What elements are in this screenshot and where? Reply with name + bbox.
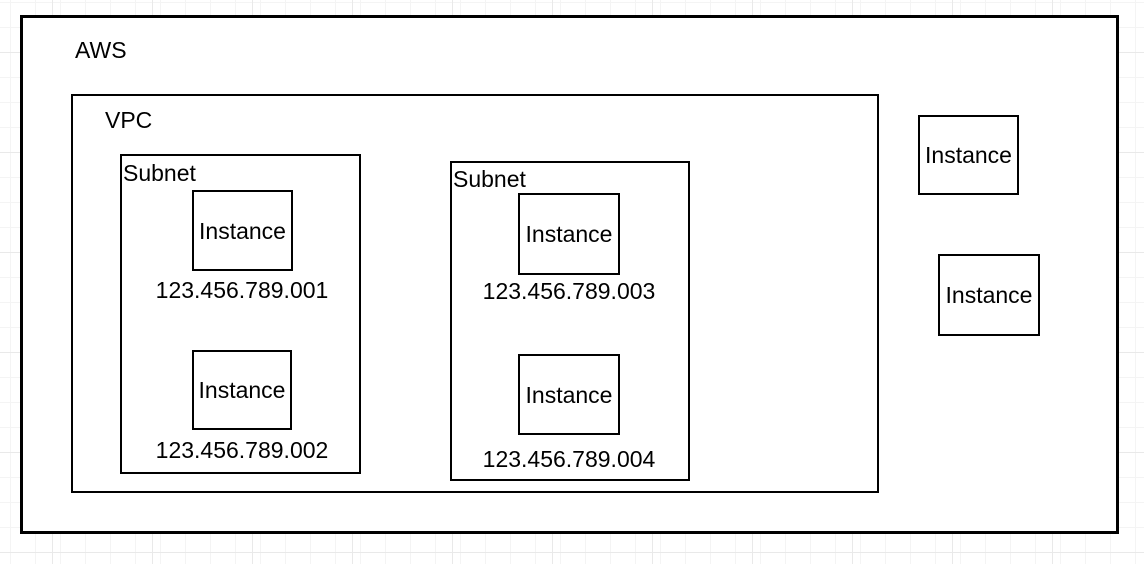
instance-node[interactable]: Instance: [518, 193, 620, 275]
instance-label: Instance: [945, 282, 1033, 308]
instance-ip-label[interactable]: 123.456.789.001: [155, 277, 329, 303]
instance-node[interactable]: Instance: [518, 354, 620, 435]
instance-node[interactable]: Instance: [918, 115, 1019, 195]
instance-ip-label[interactable]: 123.456.789.004: [482, 446, 656, 472]
subnet-label-1: Subnet: [123, 160, 196, 186]
instance-label: Instance: [525, 381, 613, 408]
instance-label: Instance: [925, 142, 1012, 168]
subnet-label-2: Subnet: [453, 166, 526, 192]
instance-ip-label[interactable]: 123.456.789.003: [482, 278, 656, 304]
instance-node[interactable]: Instance: [938, 254, 1040, 336]
vpc-group-label: VPC: [105, 107, 153, 133]
instance-node[interactable]: Instance: [192, 190, 293, 271]
instance-label: Instance: [525, 221, 613, 247]
instance-ip-label[interactable]: 123.456.789.002: [155, 437, 329, 463]
instance-node[interactable]: Instance: [192, 350, 292, 430]
instance-label: Instance: [198, 377, 286, 403]
aws-group-label: AWS: [75, 37, 127, 63]
instance-label: Instance: [199, 217, 286, 244]
